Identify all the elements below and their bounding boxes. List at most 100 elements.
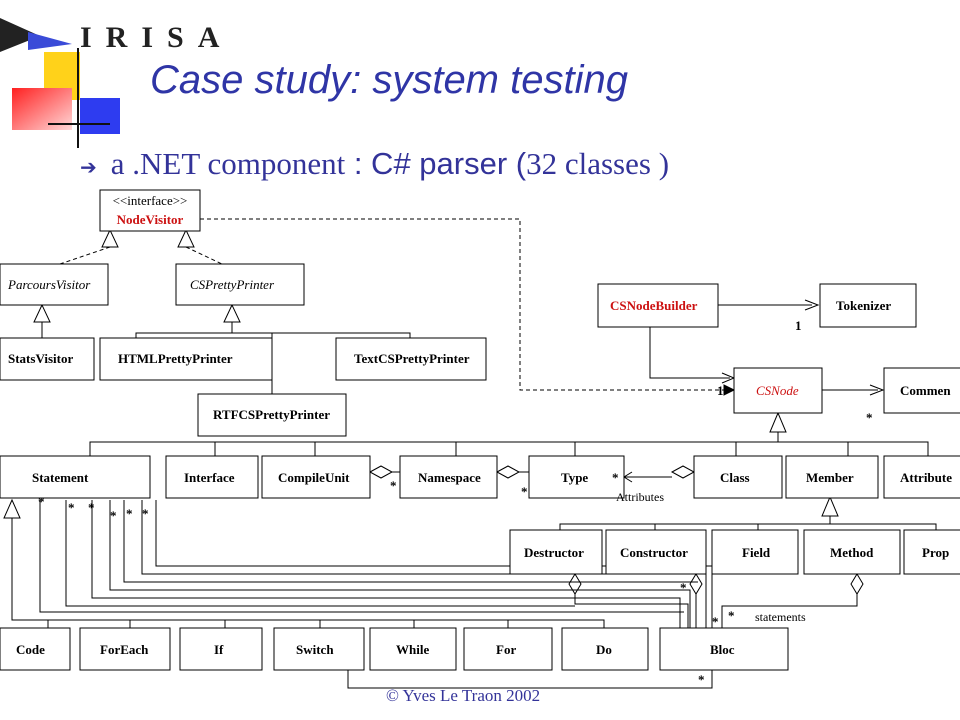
box-constructor (605, 529, 707, 575)
multiplicity-many: * (698, 672, 705, 687)
box-interface (165, 455, 259, 499)
assoc-4 (109, 500, 691, 628)
multiplicity-labels: 1 1 * * * * * * * * * * * * * * (38, 318, 873, 687)
box-for-each (79, 627, 171, 671)
multiplicity-many: * (38, 494, 45, 509)
dependency-arrow-icon (723, 384, 736, 396)
while-label: While (396, 642, 429, 657)
inherit-while (12, 619, 415, 628)
multiplicity-many: * (612, 470, 619, 485)
inherit-switch (12, 619, 321, 628)
copyright-footer: © Yves Le Traon 2002 (386, 686, 541, 705)
relations (3, 218, 937, 689)
cs-node-label: CSNode (756, 383, 799, 398)
logo-black-flag-icon (0, 18, 40, 52)
prop-label: Prop (922, 545, 949, 560)
inherit-foreach (12, 619, 131, 628)
inheritance-arrow-icon (769, 411, 787, 433)
class-label: Class (720, 470, 750, 485)
multiplicity-many: * (126, 506, 133, 521)
do-label: Do (596, 642, 612, 657)
cs-pretty-printer-label: CSPrettyPrinter (190, 277, 275, 292)
bloc-loop (347, 670, 713, 689)
box-switch (273, 627, 365, 671)
field-label: Field (742, 545, 771, 560)
composition-diamond-icon (495, 465, 521, 479)
open-arrow-icon (804, 299, 820, 311)
text-cs-pretty-printer-label: TextCSPrettyPrinter (354, 351, 470, 366)
box-member (785, 455, 879, 499)
inherit-attribute (778, 441, 929, 456)
box-parcours-visitor (0, 263, 109, 306)
box-field (711, 529, 799, 575)
composition-diamond-icon (689, 573, 703, 595)
method-label: Method (830, 545, 874, 560)
multiplicity-many: * (390, 478, 397, 493)
destructor-bloc (574, 594, 689, 628)
assoc-3 (91, 500, 681, 628)
box-namespace (399, 455, 498, 499)
switch-label: Switch (296, 642, 334, 657)
if-label: If (214, 642, 224, 657)
slide-title: Case study: system testing (150, 58, 628, 102)
box-code (0, 627, 71, 671)
type-label: Type (561, 470, 588, 485)
realization-line-pretty (185, 246, 223, 265)
composition-diamond-icon (568, 573, 582, 595)
member-bar (559, 516, 831, 530)
comment-label: Commen (900, 383, 951, 398)
box-method (803, 529, 901, 575)
member-label: Member (806, 470, 854, 485)
for-each-label: ForEach (100, 642, 149, 657)
logo-blue-flag-icon (28, 32, 72, 50)
inherit-prop (830, 523, 937, 530)
role-labels: Attributes statements (616, 490, 806, 624)
box-destructor (509, 529, 603, 575)
multiplicity-many: * (521, 484, 528, 499)
code-label: Code (16, 642, 45, 657)
composition-diamond-icon (670, 465, 696, 479)
multiplicity-many: * (110, 508, 117, 523)
composition-diamond-icon (368, 465, 394, 479)
multiplicity-many: * (712, 614, 719, 629)
assoc-5 (123, 500, 698, 583)
namespace-label: Namespace (418, 470, 481, 485)
inherit-for (12, 619, 509, 628)
bullet-line: ➔a .NET component : C# parser (32 classe… (80, 146, 669, 182)
stereotype-label: <<interface>> (113, 193, 188, 208)
inheritance-arrow-icon (33, 303, 51, 323)
assoc-6 (141, 500, 707, 628)
realization-arrow-icon (101, 228, 119, 248)
box-while (369, 627, 457, 671)
multiplicity-one: 1 (717, 383, 724, 398)
multiplicity-one: 1 (795, 318, 802, 333)
attributes-role-label: Attributes (616, 490, 664, 504)
inherit-text (232, 332, 411, 338)
realization-arrow-icon (177, 228, 195, 248)
cs-node-builder-label: CSNodeBuilder (610, 298, 698, 313)
multiplicity-many: * (728, 608, 735, 623)
compile-unit-label: CompileUnit (278, 470, 350, 485)
class-labels: <<interface>> NodeVisitor ParcoursVisito… (7, 193, 952, 657)
multiplicity-many: * (866, 410, 873, 425)
box-prop (903, 529, 960, 575)
box-cs-node-builder (597, 283, 719, 328)
dependency-line (200, 218, 734, 391)
attribute-label: Attribute (900, 470, 952, 485)
box-html-pretty-printer (99, 337, 273, 381)
stats-visitor-label: StatsVisitor (8, 351, 73, 366)
right-arrow-icon: ➔ (80, 155, 97, 179)
box-if (179, 627, 263, 671)
inherit-do (12, 619, 605, 628)
method-bloc (721, 594, 858, 628)
statements-role-label: statements (755, 610, 806, 624)
realization-line-parcours (59, 246, 111, 265)
multiplicity-many: * (680, 580, 687, 595)
association-csnode (649, 327, 730, 379)
inheritance-arrow-icon (223, 303, 241, 323)
box-comment (883, 367, 960, 414)
box-bloc (659, 627, 789, 671)
open-arrow-icon (869, 384, 885, 396)
box-stats-visitor (0, 337, 95, 381)
